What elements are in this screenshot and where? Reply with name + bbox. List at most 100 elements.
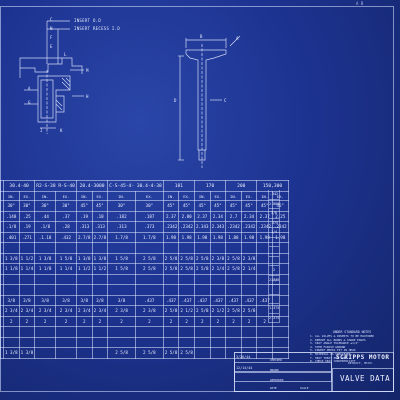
drawing-notes: UNDER STANDARD NOTES 1. ALL VALVES & INS… xyxy=(310,330,394,364)
table-cell: .2342 xyxy=(240,221,258,233)
subheader-cell: IN. xyxy=(107,191,136,201)
side-cell: 2.375 xyxy=(268,313,280,323)
table-cell: 2 3/4 xyxy=(18,305,36,317)
table-cell: .313 xyxy=(91,221,109,233)
approval-row xyxy=(234,372,332,382)
table-cell: 2 1/2 xyxy=(209,305,227,317)
table-cell xyxy=(240,326,258,338)
table-cell: 3/8 xyxy=(34,294,57,306)
table-cell: 1 1/2 xyxy=(75,263,93,275)
note-line: 4. STEM FINISH GROUND xyxy=(310,344,346,349)
table-cell: 1 5/8 xyxy=(107,252,136,264)
title-box xyxy=(332,368,394,392)
insert-od-callout: INSERT O.D xyxy=(74,18,102,23)
table-cell: 2 3/8 xyxy=(134,305,164,317)
valve-label-c: C xyxy=(224,98,227,103)
table-cell: 3/8 xyxy=(55,294,77,306)
table-cell xyxy=(91,273,109,285)
table-cell: 30° xyxy=(134,200,164,212)
side-cell xyxy=(268,256,280,266)
subheader-cell: IN. xyxy=(34,191,57,201)
table-cell: 3/8 xyxy=(91,294,109,306)
table-cell xyxy=(240,336,258,348)
table-cell: 1.98 xyxy=(178,231,195,243)
valve-label-b: B xyxy=(200,34,203,39)
dim-label-k: K xyxy=(60,128,63,133)
table-cell xyxy=(178,242,195,254)
table-cell xyxy=(91,336,109,348)
table-cell: 1.7/8 xyxy=(107,231,136,243)
table-cell: .313 xyxy=(107,221,136,233)
table-cell xyxy=(178,326,195,338)
table-row xyxy=(0,336,289,348)
table-cell: 2 5/8 xyxy=(107,347,136,359)
table-cell xyxy=(75,336,93,348)
table-cell: .1/8 xyxy=(34,221,57,233)
table-cell: 45° xyxy=(178,200,195,212)
table-cell: 2 5/8 xyxy=(178,263,195,275)
table-cell: 2 5/8 xyxy=(162,263,180,275)
header-cell: C-S-45-4- 30.4-4-38 xyxy=(107,180,164,192)
table-cell xyxy=(18,336,36,348)
table-cell xyxy=(209,347,227,359)
table-cell: 30° xyxy=(18,200,36,212)
table-cell: 2 1/4 xyxy=(240,263,258,275)
table-cell: 2 5/8 xyxy=(240,305,258,317)
table-cell: 1 1/2 xyxy=(91,263,109,275)
table-cell xyxy=(107,336,136,348)
note-line: 2. REMOVE ALL BURRS & SHARP EDGES xyxy=(310,337,366,342)
table-cell: 2 xyxy=(18,315,36,327)
valve-data-table: 30.4-40 R2-S-38 R-S-40 20.4-3000 C-S-45-… xyxy=(0,180,289,359)
dim-label-n: N xyxy=(50,26,53,31)
table-cell: .313 xyxy=(75,221,93,233)
table-cell: 1 3/8 xyxy=(34,252,57,264)
table-cell: 1 1/4 xyxy=(18,263,36,275)
table-cell xyxy=(55,273,77,285)
table-cell: 45° xyxy=(75,200,93,212)
table-cell xyxy=(34,284,57,296)
table-cell: .437 xyxy=(225,294,242,306)
table-cell: 1 3/8 xyxy=(91,252,109,264)
table-cell xyxy=(193,336,211,348)
table-cell: 2 5/8 xyxy=(225,305,242,317)
table-header-row: 30.4-40 R2-S-38 R-S-40 20.4-3000 C-S-45-… xyxy=(0,180,289,192)
table-cell: 30° xyxy=(3,200,20,212)
table-cell xyxy=(0,221,4,233)
valve-label-a: A xyxy=(236,36,239,41)
table-cell xyxy=(3,326,20,338)
table-cell: 1 3/8 xyxy=(18,347,36,359)
table-cell xyxy=(225,336,242,348)
side-cell: .375 xyxy=(268,218,280,228)
table-cell xyxy=(34,326,57,338)
table-cell xyxy=(91,326,109,338)
table-cell xyxy=(162,273,180,285)
table-cell xyxy=(162,284,180,296)
table-cell: 2 5/8 xyxy=(134,347,164,359)
table-cell: .1/8 xyxy=(3,221,20,233)
table-cell xyxy=(0,210,4,222)
table-row xyxy=(0,242,289,254)
side-cell xyxy=(268,237,280,247)
table-cell xyxy=(193,242,211,254)
note-line: 6. MATERIAL AS SPECIFIED xyxy=(310,351,351,356)
table-cell: 2 xyxy=(134,315,164,327)
title-block-field: SCALE xyxy=(300,386,309,390)
table-cell: 1.7/8 xyxy=(134,231,164,243)
table-cell xyxy=(3,336,20,348)
table-cell: .373 xyxy=(134,221,164,233)
table-cell xyxy=(225,242,242,254)
note-line: 7. HEAT TREAT PER SPEC xyxy=(310,355,348,360)
table-cell xyxy=(55,326,77,338)
table-cell xyxy=(75,284,93,296)
table-cell xyxy=(134,273,164,285)
table-cell: 2 5/8 xyxy=(193,263,211,275)
header-cell: 170 xyxy=(193,180,227,192)
note-line: 5. INSERT PRESS FIT IN HEAD xyxy=(310,348,356,353)
table-cell xyxy=(107,326,136,338)
table-cell xyxy=(162,242,180,254)
table-cell xyxy=(225,326,242,338)
subheader-cell: IN. xyxy=(75,191,93,201)
company-name: SCRIPPS MOTOR xyxy=(336,354,390,361)
